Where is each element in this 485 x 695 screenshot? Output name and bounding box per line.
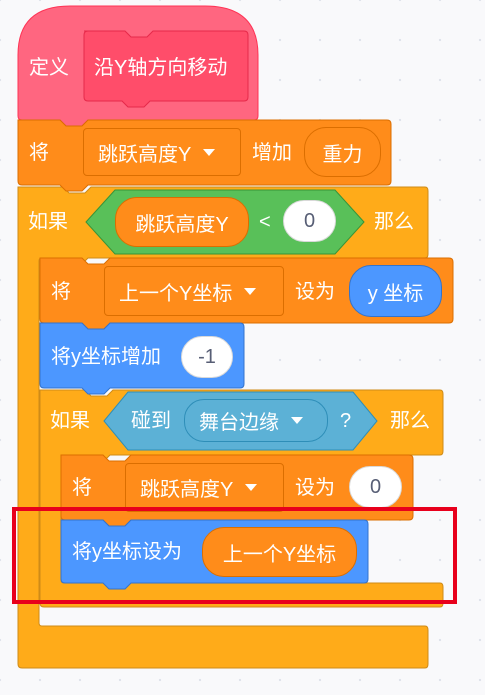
compare-value-input[interactable]: 0 [283, 200, 336, 242]
gravity-reporter[interactable]: 重力 [304, 127, 381, 177]
prev-y-reporter[interactable]: 上一个Y坐标 [202, 527, 357, 577]
variable-dropdown-jump-height[interactable]: 跳跃高度Y [83, 128, 241, 176]
dropdown-arrow-icon [245, 484, 258, 491]
set-y-label: 将y坐标设为 [72, 541, 182, 563]
set-label: 将 [29, 142, 49, 164]
less-than-symbol: < [259, 211, 271, 233]
define-prototype [83, 30, 249, 108]
variable-dropdown-label: 跳跃高度Y [140, 479, 234, 501]
touching-target-dropdown[interactable]: 舞台边缘 [184, 399, 328, 442]
dropdown-arrow-icon [203, 148, 216, 156]
variable-dropdown-label: 上一个Y坐标 [119, 282, 233, 305]
set-label: 将 [72, 477, 92, 499]
variable-dropdown-jump-height[interactable]: 跳跃高度Y [125, 463, 284, 512]
set-to-label: 设为 [295, 477, 335, 499]
set-to-label: 设为 [295, 281, 335, 303]
if-label: 如果 [50, 410, 90, 432]
change-y-label: 将y坐标增加 [51, 346, 161, 368]
question-mark: ? [340, 410, 352, 432]
if-label: 如果 [28, 211, 68, 233]
procedure-name[interactable]: 沿Y轴方向移动 [94, 57, 228, 79]
then-label: 那么 [390, 410, 430, 432]
change-y-value-input[interactable]: -1 [181, 336, 233, 378]
touching-label: 碰到 [131, 410, 171, 432]
touching-target-label: 舞台边缘 [199, 412, 279, 434]
dropdown-arrow-icon [291, 417, 303, 424]
variable-dropdown-prev-y[interactable]: 上一个Y坐标 [104, 266, 284, 316]
set-value-input[interactable]: 0 [349, 466, 402, 508]
set-label: 将 [51, 281, 71, 303]
define-label: 定义 [29, 57, 69, 79]
dropdown-arrow-icon [244, 287, 257, 295]
then-label: 那么 [374, 211, 414, 233]
change-by-label: 增加 [252, 142, 292, 164]
if-outer-block [17, 186, 429, 669]
highlight-box [12, 507, 457, 604]
jump-height-reporter[interactable]: 跳跃高度Y [115, 197, 249, 247]
variable-dropdown-label: 跳跃高度Y [98, 143, 192, 166]
y-position-reporter[interactable]: y 坐标 [349, 265, 442, 317]
